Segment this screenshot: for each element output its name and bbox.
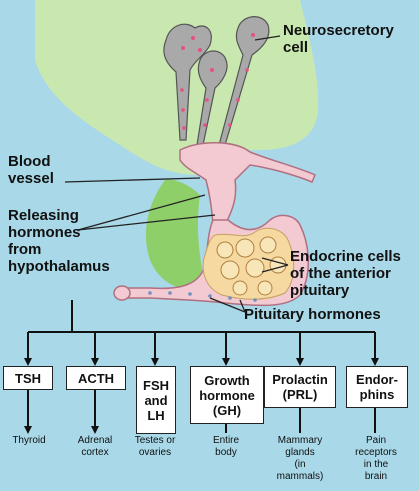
label-releasing-hormones: Releasing hormones from hypothalamus: [8, 207, 110, 275]
label-endocrine-cells: Endocrine cells of the anterior pituitar…: [290, 248, 401, 299]
hormone-box-tsh: TSH: [3, 366, 53, 390]
target-gonads: Testes or ovaries: [134, 435, 176, 458]
hormone-granules: [180, 33, 255, 130]
target-thyroid: Thyroid: [12, 435, 46, 446]
hormone-box-acth: ACTH: [66, 366, 126, 390]
target-adrenal-cortex: Adrenal cortex: [77, 435, 113, 458]
label-neurosecretory-cell: Neurosecretory cell: [283, 22, 394, 56]
arrowheads: [24, 358, 379, 434]
target-entire-body: Entire body: [212, 435, 240, 458]
neurosecretory-cells: [163, 16, 270, 146]
pituitary-hormone-dots: [148, 291, 257, 302]
hormone-box-gh: Growth hormone (GH): [190, 366, 264, 424]
target-mammary-glands: Mammary glands (in mammals): [276, 435, 324, 482]
posterior-pituitary: [145, 179, 205, 289]
hormone-tree: [27, 300, 376, 362]
label-pituitary-hormones: Pituitary hormones: [244, 306, 381, 323]
hormone-box-fsh-lh: FSH and LH: [136, 366, 176, 434]
target-pain-receptors: Pain receptors in the brain: [355, 435, 397, 482]
label-blood-vessel: Blood vessel: [8, 153, 54, 187]
pointer-lines: [64, 35, 289, 313]
hormone-box-prl: Prolactin (PRL): [264, 366, 336, 408]
hormone-box-endorphins: Endor- phins: [346, 366, 408, 408]
endocrine-cells: [216, 236, 287, 296]
